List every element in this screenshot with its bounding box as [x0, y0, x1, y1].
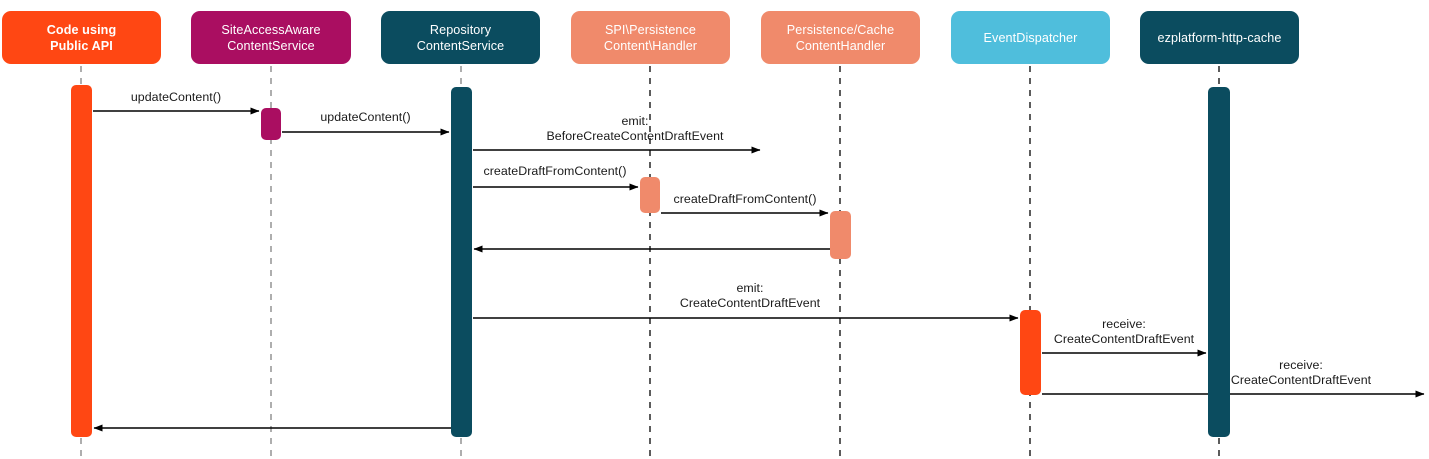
participant-persistence-cache[interactable]: Persistence/Cache ContentHandler [761, 11, 920, 64]
message-label-msg-2: updateContent() [320, 110, 411, 124]
activation-bar-spi-persistence [640, 177, 660, 213]
message-label-msg-8: receive: CreateContentDraftEvent [1053, 317, 1195, 346]
message-label-msg-9: receive: CreateContentDraftEvent [1230, 358, 1372, 387]
message-label-msg-1: updateContent() [130, 90, 222, 104]
message-label-msg-7: emit: CreateContentDraftEvent [679, 281, 821, 310]
participant-event-dispatcher[interactable]: EventDispatcher [951, 11, 1110, 64]
activation-bar-repository [451, 87, 472, 437]
participant-public-api[interactable]: Code using Public API [2, 11, 161, 64]
message-label-msg-3: emit: BeforeCreateContentDraftEvent [546, 114, 724, 143]
message-label-msg-5: createDraftFromContent() [673, 192, 817, 206]
activation-bar-http-cache [1208, 87, 1230, 437]
activation-bar-persistence-cache [830, 211, 851, 259]
message-label-msg-4: createDraftFromContent() [483, 164, 627, 178]
participant-repository[interactable]: Repository ContentService [381, 11, 540, 64]
participant-http-cache[interactable]: ezplatform-http-cache [1140, 11, 1299, 64]
participant-spi-persistence[interactable]: SPI\Persistence Content\Handler [571, 11, 730, 64]
activation-bar-siteaccessaware [261, 108, 281, 140]
participant-siteaccessaware[interactable]: SiteAccessAware ContentService [191, 11, 351, 64]
activation-bar-event-dispatcher [1020, 310, 1041, 395]
activation-bar-public-api [71, 85, 92, 437]
